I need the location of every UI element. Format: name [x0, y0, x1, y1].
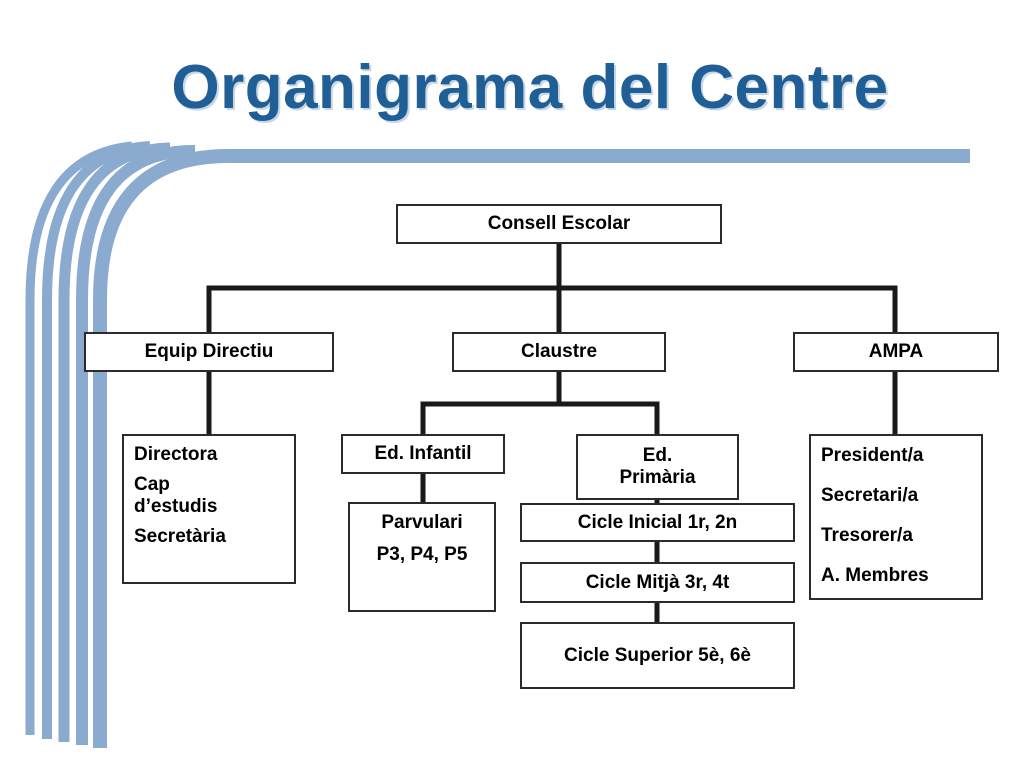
- node-label: AMPA: [868, 341, 924, 362]
- node-cicle-superior: Cicle Superior 5è, 6è: [520, 622, 795, 689]
- member-item: A. Membres: [821, 565, 929, 586]
- node-label: Cicle Inicial 1r, 2n: [577, 511, 738, 533]
- member-item: Cap d’estudis: [134, 474, 218, 517]
- node-label: Claustre: [520, 341, 598, 362]
- node-ed-primaria: Ed. Primària: [576, 434, 739, 500]
- node-ed-infantil: Ed. Infantil: [341, 434, 505, 474]
- node-label: Cicle Superior 5è, 6è: [564, 644, 751, 666]
- node-consell-escolar: Consell Escolar: [396, 204, 722, 244]
- node-ampa: AMPA: [793, 332, 999, 372]
- node-label-line: Ed.: [642, 445, 673, 466]
- member-item: Tresorer/a: [821, 525, 913, 546]
- member-item: Secretari/a: [821, 485, 919, 506]
- node-levels: P3, P4, P5: [376, 544, 468, 565]
- node-label-line: Primària: [619, 467, 696, 488]
- node-label: Cicle Mitjà 3r, 4t: [585, 571, 730, 593]
- node-label: Parvulari: [381, 512, 463, 533]
- member-item: Secretària: [134, 526, 226, 547]
- node-label: Consell Escolar: [487, 213, 631, 234]
- node-equip-members: Directora Cap d’estudis Secretària: [122, 434, 296, 584]
- node-label: Ed. Infantil: [374, 443, 472, 464]
- member-item: Directora: [134, 444, 218, 465]
- node-cicle-inicial: Cicle Inicial 1r, 2n: [520, 503, 795, 542]
- page-title: Organigrama del Centre: [171, 53, 889, 122]
- member-item: President/a: [821, 445, 924, 466]
- node-ampa-members: President/a Secretari/a Tresorer/a A. Me…: [809, 434, 983, 600]
- node-cicle-mitja: Cicle Mitjà 3r, 4t: [520, 562, 795, 603]
- node-equip-directiu: Equip Directiu: [84, 332, 334, 372]
- node-claustre: Claustre: [452, 332, 666, 372]
- node-label: Equip Directiu: [144, 341, 274, 362]
- node-parvulari: Parvulari P3, P4, P5: [348, 502, 496, 612]
